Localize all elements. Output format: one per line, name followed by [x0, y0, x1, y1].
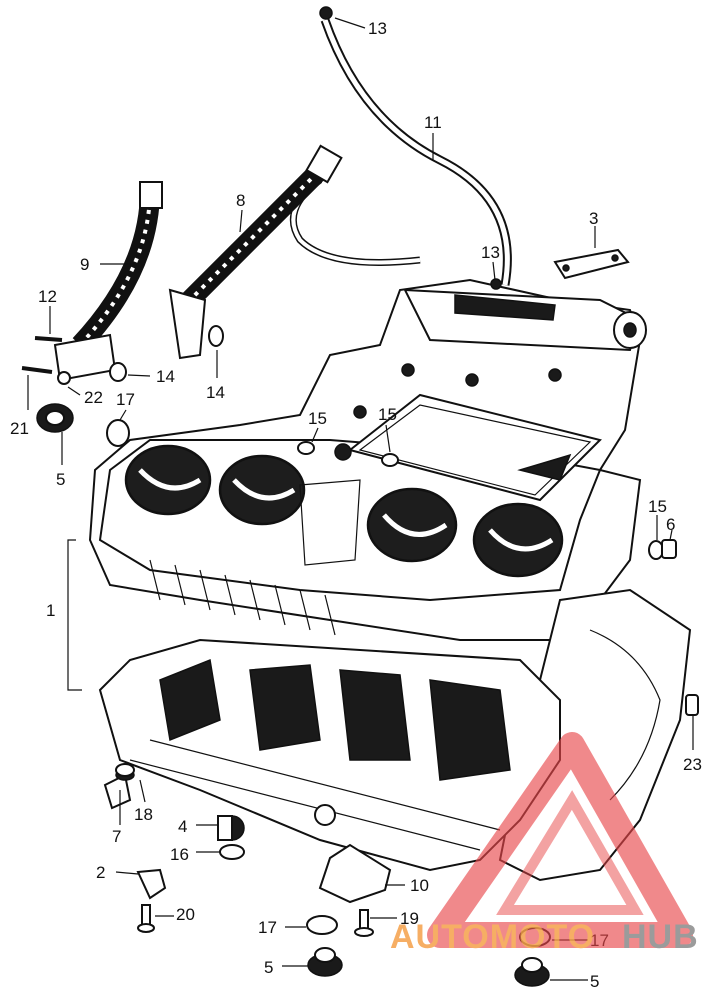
part-14-o-ring-right [208, 325, 224, 347]
label-15-c: 15 [648, 497, 667, 516]
label-4: 4 [178, 817, 187, 836]
part-23-dowel [685, 694, 699, 716]
label-12: 12 [38, 287, 57, 306]
label-8: 8 [236, 191, 245, 210]
part-4-plug [217, 815, 245, 841]
label-19: 19 [400, 909, 419, 928]
label-18: 18 [134, 805, 153, 824]
part-2-stay [136, 868, 167, 900]
label-16: 16 [170, 845, 189, 864]
part-21-bolt [21, 366, 53, 374]
part-20-bolt [137, 904, 155, 933]
part-13-clip-upper [319, 6, 333, 20]
label-2: 2 [96, 863, 105, 882]
label-15-b: 15 [378, 405, 397, 424]
part-5-drain-plug-lower-right [514, 957, 550, 987]
watermark: AUTOMOTO HUB [390, 732, 699, 956]
part-12-bolt [34, 336, 63, 342]
label-10: 10 [410, 876, 429, 895]
part-5-drain-plug-lower-left [307, 947, 343, 977]
label-3: 3 [589, 209, 598, 228]
label-14-left: 14 [156, 367, 175, 386]
part-17-o-ring-lower-left [306, 915, 338, 935]
crankcase-assembly [88, 278, 692, 882]
part-10-plate [318, 843, 392, 904]
part-15-o-ring-a [297, 441, 315, 455]
label-23: 23 [683, 755, 702, 774]
part-15-o-ring-c [648, 540, 664, 560]
label-9: 9 [80, 255, 89, 274]
label-13-top: 13 [368, 19, 387, 38]
label-21: 21 [10, 419, 29, 438]
label-17-upper: 17 [116, 390, 135, 409]
label-13-mid: 13 [481, 243, 500, 262]
part-17-o-ring-upper [106, 419, 130, 447]
label-22: 22 [84, 388, 103, 407]
part-18-gasket [115, 763, 135, 777]
label-15-a: 15 [308, 409, 327, 428]
label-6: 6 [666, 515, 675, 534]
watermark-brand-prefix: AUTOMOTO [390, 918, 595, 956]
warning-triangle-logo [427, 732, 693, 948]
label-1: 1 [46, 601, 55, 620]
cylinder-bore-2 [218, 454, 306, 526]
part-13-clip-lower [490, 278, 502, 290]
part-3-bracket [553, 248, 630, 280]
cylinder-bore-4 [472, 502, 564, 578]
part-14-o-ring-left [109, 362, 127, 382]
label-7: 7 [112, 827, 121, 846]
part-22-washer [57, 371, 71, 385]
label-20: 20 [176, 905, 195, 924]
part-19-bolt [354, 909, 374, 937]
cylinder-bore-1 [124, 444, 212, 516]
label-14-right: 14 [206, 383, 225, 402]
label-5-lower-right: 5 [590, 972, 599, 991]
part-9-hose [53, 181, 163, 382]
watermark-brand-suffix: HUB [622, 918, 699, 956]
part-labels: 13 11 3 8 13 9 12 14 14 22 17 21 15 15 5… [10, 19, 702, 991]
label-11: 11 [424, 113, 442, 132]
part-15-o-ring-b [381, 453, 399, 467]
label-17-lower-left: 17 [258, 918, 277, 937]
label-5-upper: 5 [56, 470, 65, 489]
label-5-lower-left: 5 [264, 958, 273, 977]
part-5-drain-plug-upper [36, 403, 74, 433]
part-6-dowel [661, 539, 677, 559]
part-16-o-ring [219, 844, 245, 860]
lower-crankcase [98, 638, 561, 872]
part-8-hose [168, 144, 343, 360]
cylinder-bore-3 [366, 487, 458, 563]
